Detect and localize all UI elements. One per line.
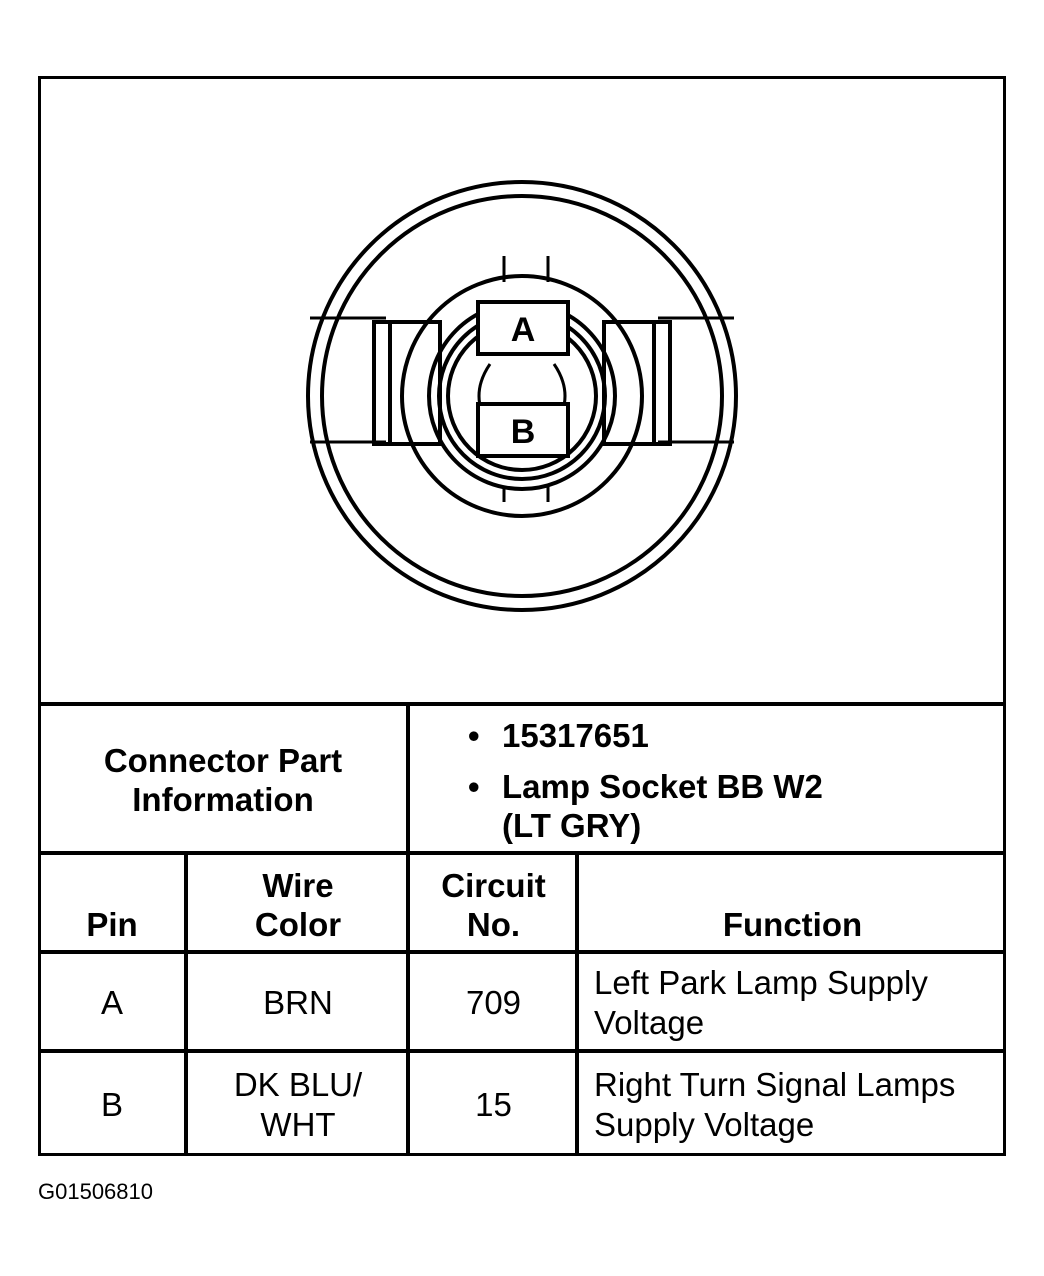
header-wire-color: Wire Color: [254, 867, 342, 943]
header-pin: Pin: [86, 906, 138, 943]
table-row-b-circuit: 15: [475, 1085, 512, 1123]
part-number-item: • 15317651: [468, 716, 988, 755]
pin-b-box: [476, 402, 570, 458]
header-circuit-no: Circuit No.: [441, 867, 546, 943]
table-row-b-wire: DK BLU/ WHT: [233, 1065, 363, 1143]
connector-diagram: A B: [38, 76, 1006, 1156]
part-info-label-line1: Connector Part: [103, 741, 343, 779]
pin-boxes: [476, 300, 570, 458]
part-info-label-line2: Information: [132, 780, 314, 818]
table-row-a-function: Left Park Lamp Supply Voltage: [594, 963, 928, 1041]
part-description-line2: (LT GRY): [502, 807, 642, 844]
pin-a-label: A: [511, 311, 536, 349]
part-description-item-cont: (LT GRY): [468, 806, 988, 845]
bullet-icon: •: [468, 717, 480, 754]
figure-id: G01506810: [38, 1179, 153, 1204]
part-info-label: Connector Part Information: [38, 706, 408, 853]
pin-b-label: B: [511, 413, 536, 451]
bullet-icon: •: [468, 768, 480, 805]
table-row-a-circuit: 709: [465, 983, 522, 1021]
table-row-a-pin: A: [100, 983, 123, 1021]
part-description-item: • Lamp Socket BB W2: [468, 767, 988, 806]
part-description-line1: Lamp Socket BB W2: [502, 768, 823, 805]
part-number: 15317651: [502, 717, 649, 754]
connector-face: [306, 180, 738, 612]
header-function: Function: [722, 906, 863, 943]
table-row-b-function: Right Turn Signal Lamps Supply Voltage: [594, 1065, 956, 1143]
pin-a-box: [476, 300, 570, 356]
part-info-values: • 15317651 • Lamp Socket BB W2 (LT GRY): [468, 716, 988, 846]
connector-figure: A B Connector Part Information • 1531765…: [38, 76, 1006, 1156]
table-row-a-wire: BRN: [263, 983, 333, 1021]
table-row-b-pin: B: [100, 1085, 123, 1123]
table-grid: [38, 76, 1006, 1156]
